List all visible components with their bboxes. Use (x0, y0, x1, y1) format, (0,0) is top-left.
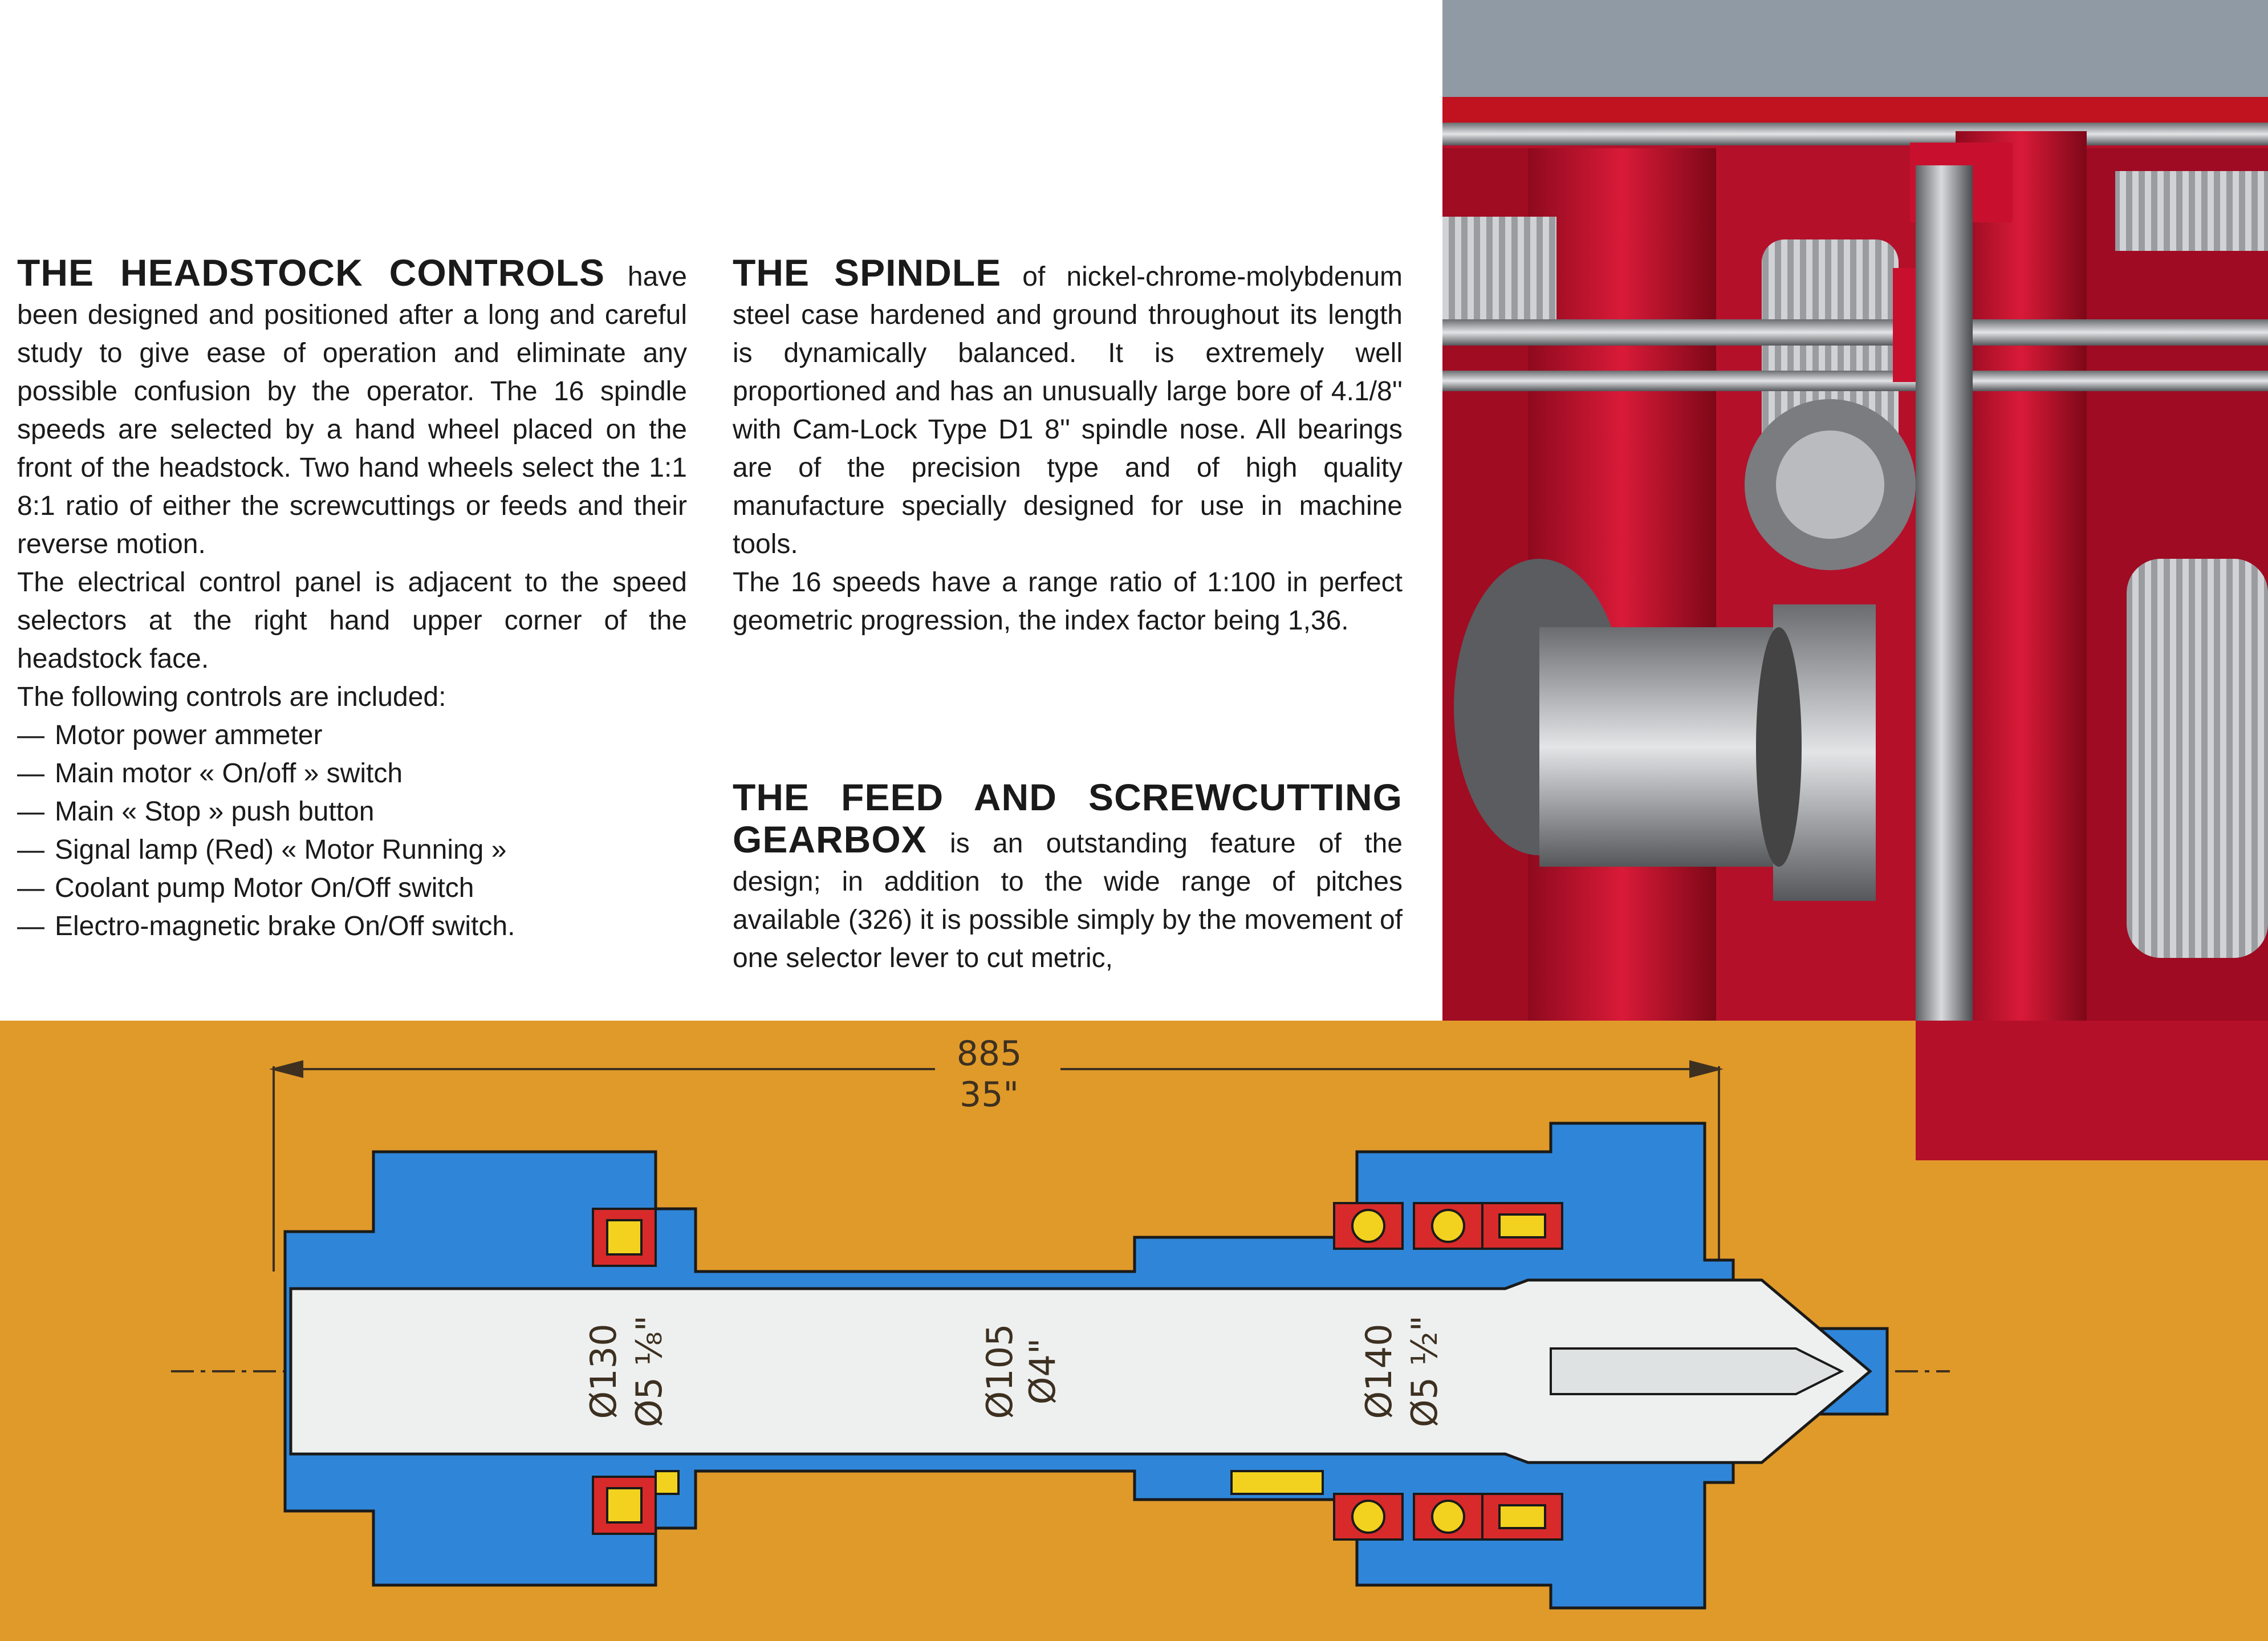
spindle-body-1: of nickel-chrome-molybdenum steel case h… (733, 262, 1403, 559)
controls-list: —Motor power ammeter —Main motor « On/of… (17, 716, 687, 945)
bearing-set (592, 1202, 1563, 1541)
spindle-bore (289, 1278, 1872, 1464)
gearbox-section: THE FEED AND SCREWCUTTING GEARBOX is an … (733, 778, 1403, 977)
headstock-photo (1442, 0, 2268, 1160)
length-mm-label: 885 (957, 1034, 1022, 1074)
gearbox-para-1: THE FEED AND SCREWCUTTING GEARBOX is an … (733, 778, 1403, 977)
dia-left-inch: Ø5 ⅛" (628, 1315, 670, 1428)
dia-left-mm: Ø130 (583, 1323, 624, 1419)
gearbox-body-1: is an outstanding feature of the design;… (733, 828, 1403, 973)
spindle-title: THE SPINDLE (733, 251, 1002, 294)
dia-mid-mm: Ø105 (979, 1323, 1021, 1419)
headstock-para-1: THE HEADSTOCK CONTROLS have been designe… (17, 254, 687, 563)
list-item: —Main motor « On/off » switch (17, 758, 403, 789)
list-item: —Signal lamp (Red) « Motor Running » (17, 835, 507, 865)
headstock-title: THE HEADSTOCK CONTROLS (17, 251, 605, 294)
list-item: —Main « Stop » push button (17, 797, 375, 827)
headstock-body-1: have been designed and positioned after … (17, 262, 687, 559)
length-inch-label: 35" (960, 1075, 1019, 1115)
spindle-para-1: THE SPINDLE of nickel-chrome-molybdenum … (733, 254, 1403, 563)
gearbox-title: THE FEED AND SCREWCUTTING GEARBOX (733, 776, 1403, 860)
spindle-body-2: The 16 speeds have a range ratio of 1:10… (733, 567, 1403, 636)
controls-intro: The following controls are included: (17, 682, 446, 712)
spindle-section: THE SPINDLE of nickel-chrome-molybdenum … (733, 254, 1403, 640)
headstock-body-2: The electrical control panel is adjacent… (17, 567, 687, 674)
list-item: —Motor power ammeter (17, 720, 323, 750)
spindle-diagram: 885 35" Ø130 Ø5 ⅛" Ø105 Ø4" Ø140 Ø5 ½" (0, 1021, 2268, 1641)
list-item: —Electro-magnetic brake On/Off switch. (17, 911, 515, 941)
dia-mid-inch: Ø4" (1022, 1338, 1063, 1405)
headstock-section: THE HEADSTOCK CONTROLS have been designe… (17, 254, 687, 945)
list-item: —Coolant pump Motor On/Off switch (17, 873, 474, 903)
dia-right-inch: Ø5 ½" (1404, 1315, 1445, 1428)
dia-right-mm: Ø140 (1358, 1323, 1400, 1419)
